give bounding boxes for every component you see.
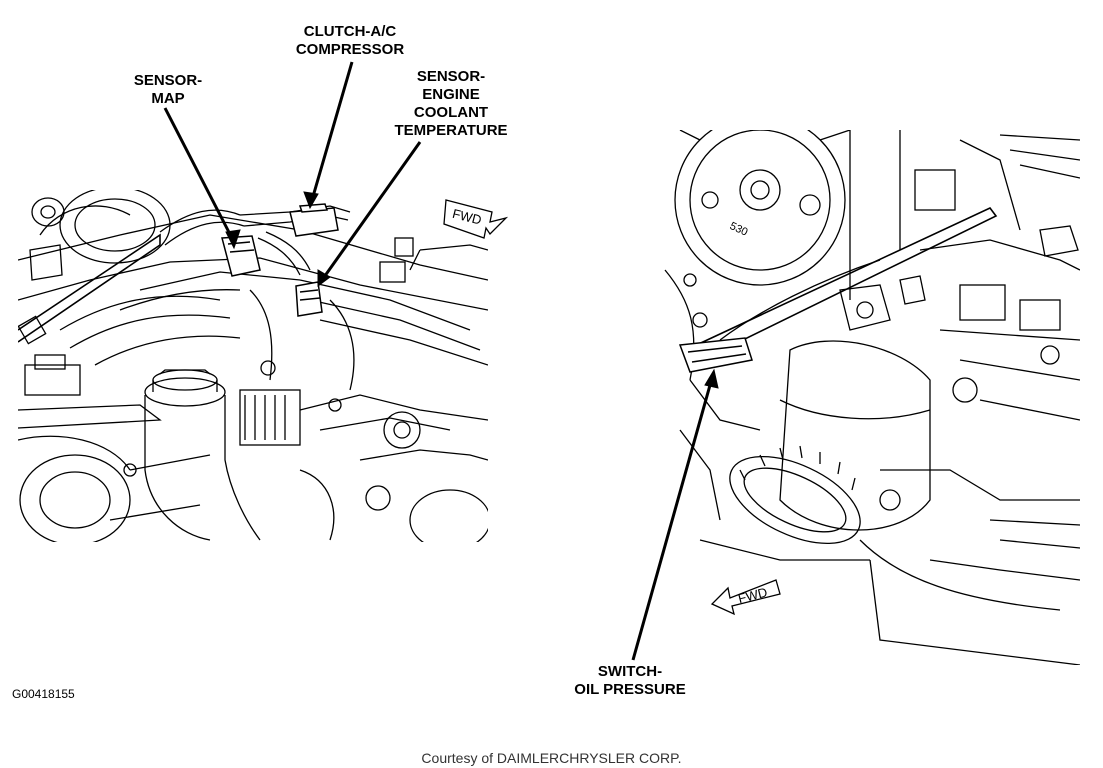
leader-map (163, 107, 236, 243)
left-engine-illustration (18, 190, 488, 542)
oil-pressure-switch-connector (678, 337, 753, 373)
figure-id: G00418155 (12, 687, 75, 701)
fwd-text-right: FWD (736, 584, 768, 606)
courtesy-company: DAIMLERCHRYSLER CORP. (496, 750, 682, 766)
courtesy-prefix: Courtesy of (421, 750, 494, 766)
label-switch-oil-pressure: SWITCH- OIL PRESSURE (574, 663, 686, 698)
leader-oil-arrowhead (704, 368, 719, 389)
fwd-arrow-right: FWD (710, 579, 781, 616)
label-clutch-ac-compressor: CLUTCH-A/C COMPRESSOR (295, 23, 405, 58)
coolant-sensor-connector (295, 281, 323, 317)
leader-clutch (310, 61, 354, 201)
bolt-mark: 530 (728, 220, 750, 239)
fwd-arrow-left: FWD (443, 199, 509, 239)
courtesy-line: Courtesy of DAIMLERCHRYSLER CORP. (0, 750, 1103, 766)
leader-coolant (320, 141, 422, 281)
leader-map-arrowhead (225, 229, 241, 250)
ac-compressor-connector (289, 203, 339, 237)
label-sensor-map: SENSOR- MAP (133, 72, 203, 107)
leader-oil (631, 377, 714, 661)
map-sensor-connector (221, 235, 261, 277)
right-engine-illustration (664, 130, 1080, 665)
leader-coolant-arrowhead (317, 269, 331, 287)
fwd-text-left: FWD (451, 206, 483, 228)
label-sensor-coolant-temp: SENSOR- ENGINE COOLANT TEMPERATURE (394, 68, 508, 139)
leader-lines (163, 61, 719, 661)
leader-clutch-arrowhead (303, 191, 319, 210)
